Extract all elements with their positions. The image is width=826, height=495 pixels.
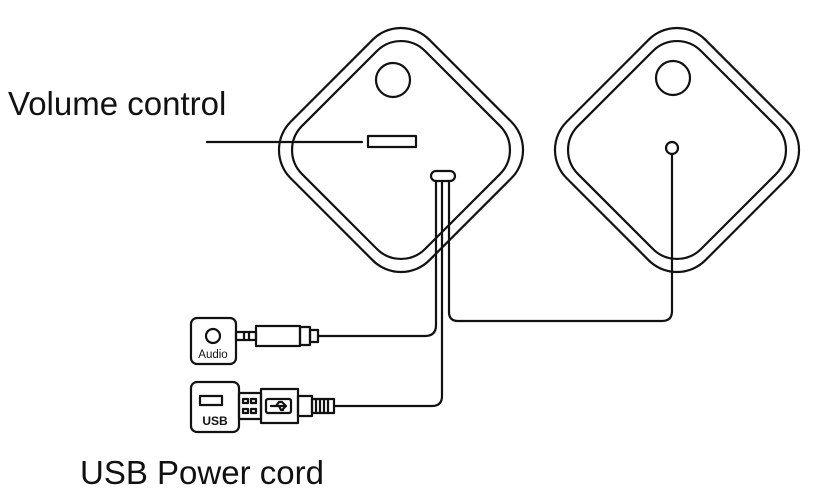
usb-power-cord-label: USB Power cord: [80, 454, 324, 491]
audio-cable: [316, 179, 438, 338]
usb-symbol-icon: [264, 397, 293, 415]
right-speaker-inner-outline: [566, 39, 788, 261]
cable-outlet: [429, 169, 457, 183]
headphone-jack-icon: [189, 316, 238, 366]
left-speaker-inner-outline: [290, 39, 512, 261]
audio-plug[interactable]: [234, 324, 320, 348]
volume-control-label: Volume control: [8, 85, 227, 122]
speaker-link-cable: [447, 152, 674, 323]
right-speaker-outer-outline: [553, 26, 801, 274]
audio-port-box: [189, 316, 238, 366]
usb-plug[interactable]: [237, 387, 336, 425]
left-speaker-tweeter: [374, 61, 412, 99]
usb-port-label: USB: [202, 414, 228, 428]
right-speaker: [553, 26, 801, 274]
usb-port-box: [189, 380, 241, 434]
volume-control-slider[interactable]: [366, 134, 418, 149]
usb-cable: [332, 179, 444, 408]
audio-port-label: Audio: [198, 349, 227, 361]
left-speaker: [277, 26, 525, 274]
left-speaker-outer-outline: [277, 26, 525, 274]
right-speaker-tweeter: [654, 59, 692, 97]
usb-port-icon: [189, 380, 241, 434]
right-speaker-cable-inlet: [664, 140, 680, 156]
